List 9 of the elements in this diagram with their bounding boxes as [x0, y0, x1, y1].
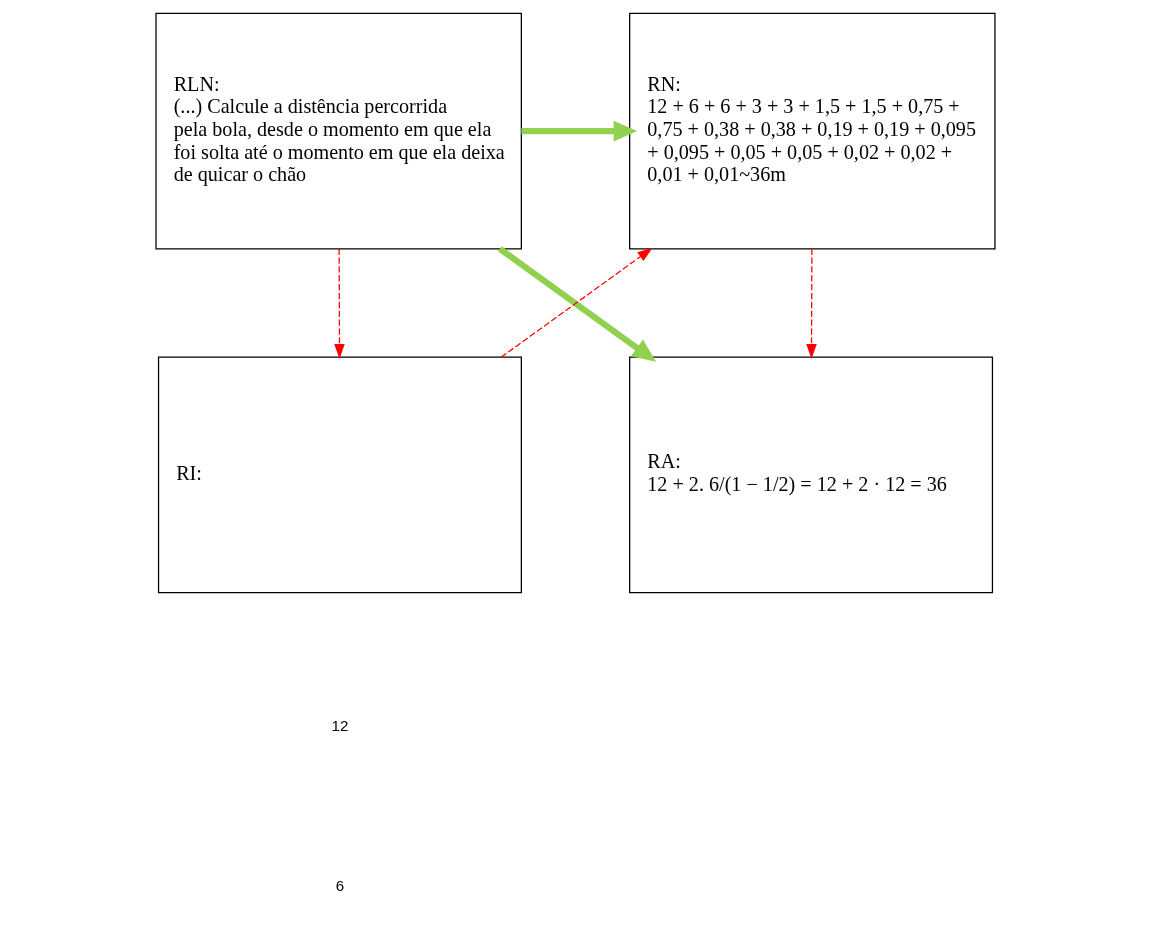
node-box: RLN: (...) Calcule a distência percorrida pela bola, desde o momento em que ela foi solta até o momento em que ela deixa de quicar o chão — [154, 12, 522, 250]
arrow — [333, 248, 345, 360]
node-box: RN: 12 + 6 + 6 + 3 + 3 + 1,5 + 1,5 + 0,75 + 0,75 + 0,38 + 0,38 + 0,19 + 0,19 + 0,095 + 0,095 + 0,05 + 0,05 + 0,02 + 0,02 + 0,01 + 0,01~36m — [628, 12, 996, 250]
label: 12 — [331, 716, 348, 734]
node-box: RI: — [157, 356, 522, 594]
label: 6 — [335, 876, 344, 894]
arrow — [520, 120, 637, 142]
arrow — [805, 248, 817, 360]
node-box: RA: 12 + 2. 6/(1 − 1/2) = 12 + 2 · 12 = 36 — [628, 356, 993, 594]
